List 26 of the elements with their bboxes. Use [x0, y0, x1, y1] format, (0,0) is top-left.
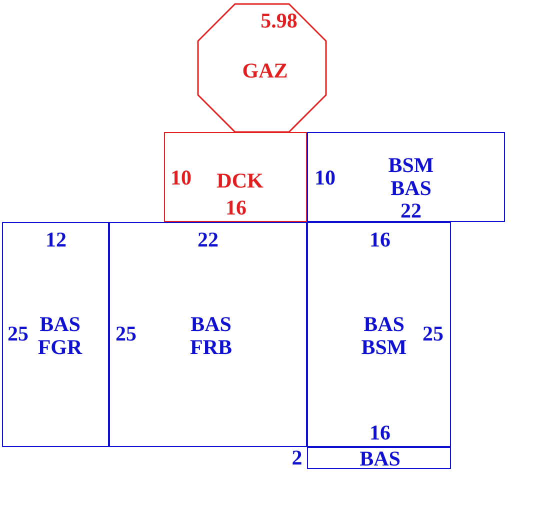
room-label: DCK	[216, 169, 264, 193]
dimension-label: 22	[400, 199, 422, 223]
room-label: BAS FRB	[190, 312, 232, 360]
dimension-label: 12	[46, 228, 66, 252]
room-box	[2, 222, 109, 447]
dimension-label: 2	[292, 446, 302, 470]
dimension-label: 16	[370, 421, 390, 445]
dimension-label: 16	[370, 228, 390, 252]
dimension-label: 10	[314, 166, 336, 190]
dimension-label: 22	[198, 228, 218, 252]
dimension-label: 16	[226, 196, 246, 220]
room-box	[307, 222, 451, 447]
dimension-label: 25	[116, 322, 136, 346]
dimension-label: 25	[8, 322, 28, 346]
octagon-room	[197, 3, 327, 133]
room-box	[307, 132, 505, 222]
room-label: BAS FGR	[38, 312, 82, 360]
dimension-label: 5.98	[260, 9, 298, 33]
room-label: GAZ	[242, 59, 288, 83]
room-label: BSM BAS	[388, 154, 434, 200]
dimension-label: 25	[422, 322, 444, 346]
room-box	[164, 132, 307, 222]
room-label: BAS	[360, 447, 400, 471]
room-label: BAS BSM	[361, 312, 407, 360]
dimension-label: 10	[170, 166, 192, 190]
room-box	[109, 222, 307, 447]
